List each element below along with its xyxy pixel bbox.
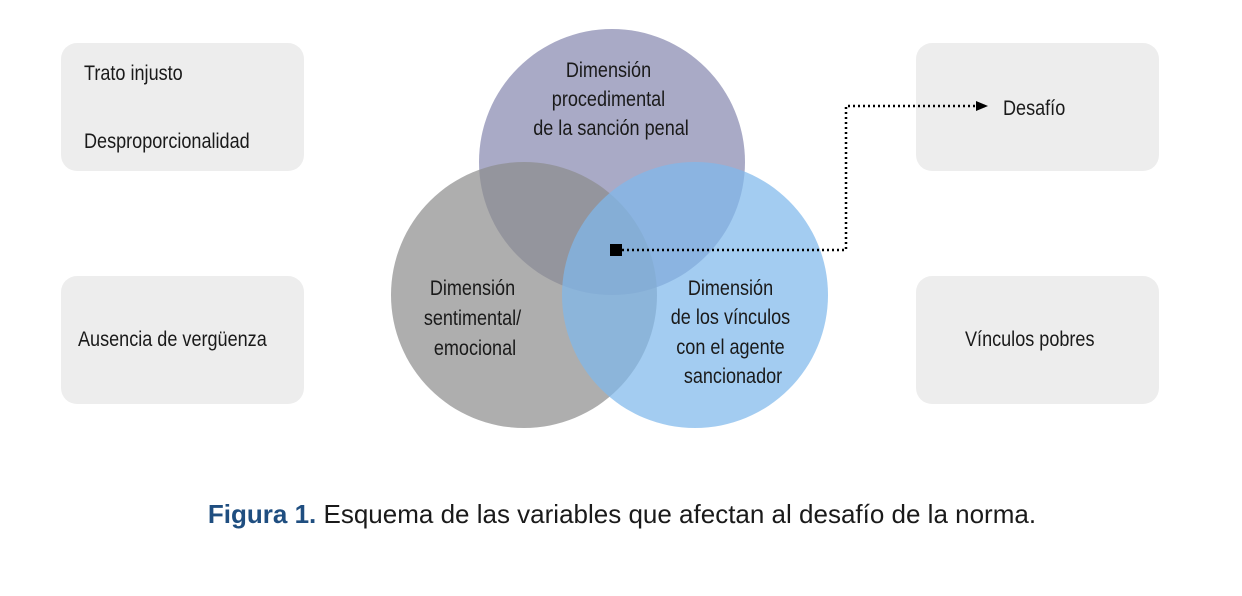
right-top-box (916, 43, 1159, 171)
box-item-ausencia-de-verguenza: Ausencia de vergüenza (78, 328, 267, 351)
left-top-box (61, 43, 304, 171)
label-vinculos-line4: sancionador (684, 365, 783, 389)
label-vinculos-line2: de los vínculos (671, 306, 791, 330)
label-sentimental-line2: sentimental/ (424, 307, 522, 331)
label-procedimental-line1: Dimensión (566, 59, 651, 83)
label-vinculos-line1: Dimensión (688, 277, 773, 301)
right-bottom-box (916, 276, 1159, 404)
box-item-desafio: Desafío (1003, 97, 1066, 120)
box-item-desproporcionalidad: Desproporcionalidad (84, 130, 250, 153)
label-procedimental: Dimensión procedimental de la sanción pe… (533, 59, 689, 141)
center-point-marker (610, 244, 622, 256)
circle-vinculos (562, 162, 828, 428)
label-vinculos: Dimensión de los vínculos con el agente … (671, 277, 795, 389)
figure-caption: Figura 1. Esquema de las variables que a… (34, 499, 1210, 530)
dotted-arrow-to-desafio (622, 101, 988, 252)
label-sentimental: Dimensión sentimental/ emocional (424, 277, 526, 361)
label-procedimental-line3: de la sanción penal (533, 117, 689, 141)
caption-text: Esquema de las variables que afectan al … (316, 499, 1037, 529)
box-item-trato-injusto: Trato injusto (84, 62, 183, 85)
label-procedimental-line2: procedimental (552, 88, 665, 112)
left-bottom-box (61, 276, 304, 404)
label-vinculos-line3: con el agente (676, 336, 785, 360)
label-sentimental-line1: Dimensión (430, 277, 515, 301)
caption-label: Figura 1. (207, 499, 317, 529)
box-item-vinculos-pobres: Vínculos pobres (965, 328, 1095, 351)
label-sentimental-line3: emocional (434, 337, 516, 361)
